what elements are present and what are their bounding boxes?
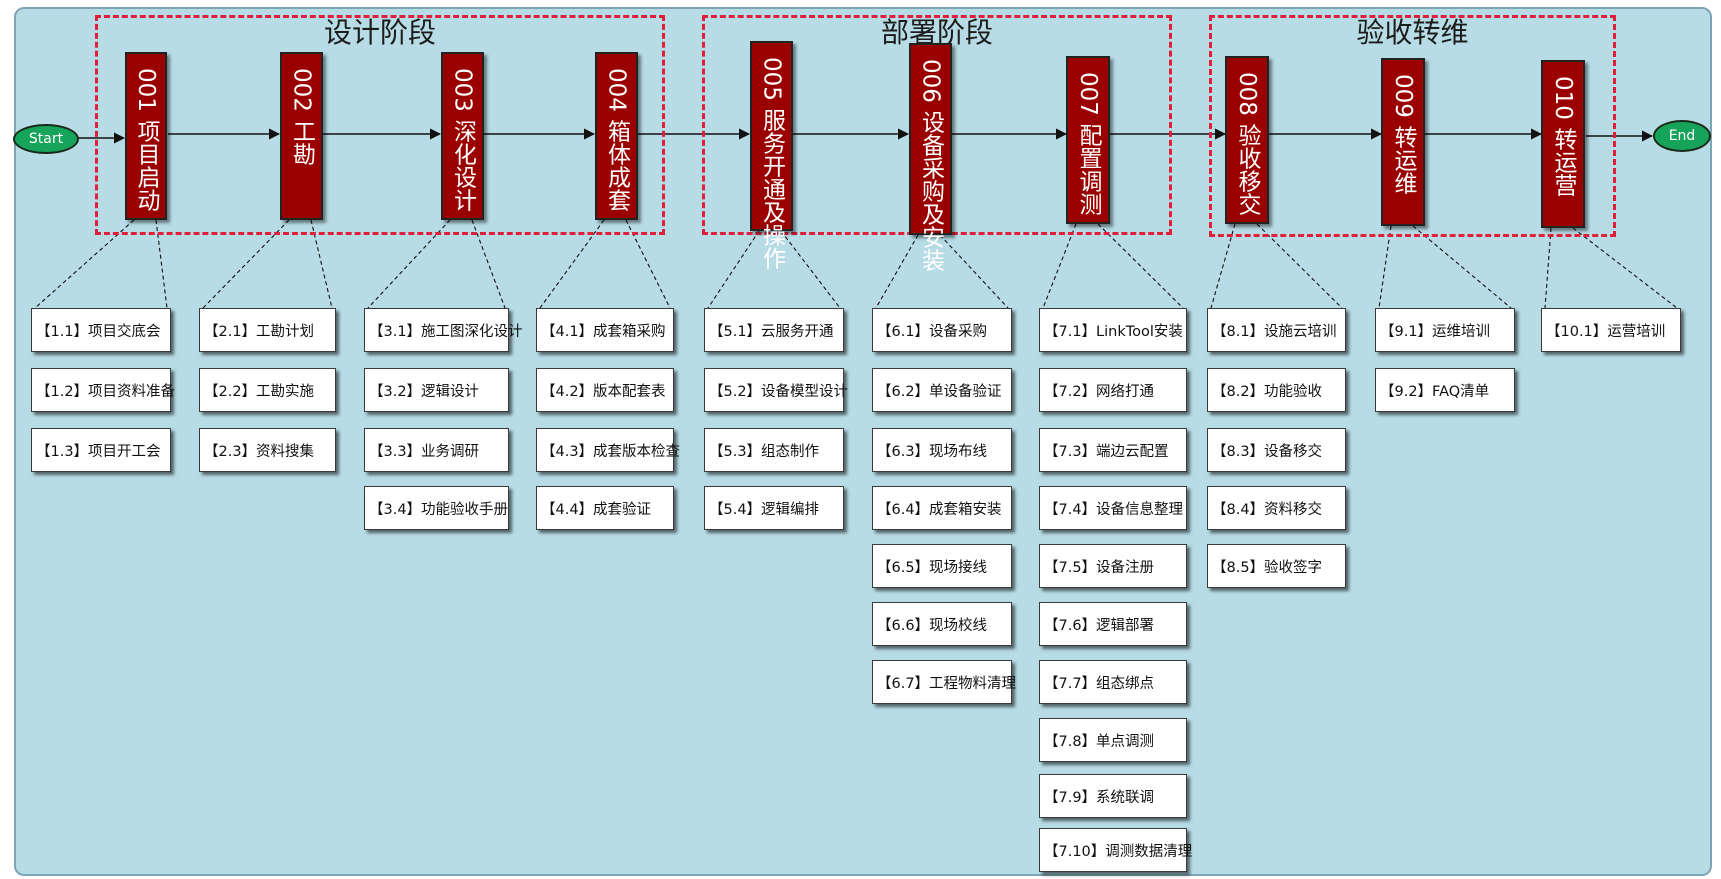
task-item: 【4.2】版本配套表	[536, 368, 674, 412]
task-item: 【9.2】FAQ清单	[1375, 368, 1515, 412]
step-label: 001 项目启动	[133, 68, 159, 212]
task-item: 【6.2】单设备验证	[872, 368, 1012, 412]
task-item: 【3.3】业务调研	[364, 428, 509, 472]
phase-title: 验收转维	[1356, 16, 1469, 49]
task-item: 【7.9】系统联调	[1039, 774, 1187, 818]
task-item: 【2.3】资料搜集	[199, 428, 336, 472]
task-item: 【9.1】运维培训	[1375, 308, 1515, 352]
step-label: 008 验收移交	[1234, 72, 1260, 216]
phase-design: 设计阶段	[95, 15, 665, 235]
task-item: 【2.2】工勘实施	[199, 368, 336, 412]
phase-title: 部署阶段	[880, 16, 993, 49]
step-003: 003 深化设计	[441, 52, 484, 220]
step-label: 003 深化设计	[449, 68, 476, 212]
task-item: 【8.1】设施云培训	[1207, 308, 1346, 352]
task-item: 【7.6】逻辑部署	[1039, 602, 1187, 646]
task-item: 【1.2】项目资料准备	[31, 368, 175, 412]
step-009: 009 转运维	[1381, 58, 1425, 226]
task-item: 【6.5】现场接线	[872, 544, 1012, 588]
step-label: 007 配置调测	[1075, 72, 1101, 216]
step-005: 005 服务开通及操作	[750, 41, 793, 269]
task-item: 【6.6】现场校线	[872, 602, 1012, 646]
task-item: 【3.4】功能验收手册	[364, 486, 509, 530]
phase-acceptance: 验收转维	[1209, 15, 1616, 237]
task-item: 【7.10】调测数据清理	[1039, 828, 1192, 872]
task-item: 【7.8】单点调测	[1039, 718, 1187, 762]
task-item: 【5.2】设备模型设计	[704, 368, 848, 412]
task-item: 【4.3】成套版本检查	[536, 428, 680, 472]
step-010: 010 转运营	[1541, 60, 1585, 228]
task-item: 【7.7】组态绑点	[1039, 660, 1187, 704]
step-006: 006 设备采购及安装	[909, 43, 952, 271]
step-label: 010 转运营	[1550, 76, 1576, 197]
task-item: 【1.3】项目开工会	[31, 428, 171, 472]
task-item: 【8.2】功能验收	[1207, 368, 1346, 412]
task-item: 【5.1】云服务开通	[704, 308, 844, 352]
step-label: 004 箱体成套	[603, 68, 630, 212]
task-item: 【5.4】逻辑编排	[704, 486, 844, 530]
task-item: 【7.3】端边云配置	[1039, 428, 1187, 472]
task-item: 【6.3】现场布线	[872, 428, 1012, 472]
start-node: Start	[13, 124, 79, 154]
task-item: 【2.1】工勘计划	[199, 308, 336, 352]
step-008: 008 验收移交	[1225, 56, 1269, 224]
task-item: 【3.2】逻辑设计	[364, 368, 509, 412]
end-node: End	[1653, 120, 1711, 152]
task-item: 【8.4】资料移交	[1207, 486, 1346, 530]
phase-title: 设计阶段	[323, 16, 436, 49]
step-004: 004 箱体成套	[595, 52, 638, 220]
step-007: 007 配置调测	[1066, 56, 1110, 224]
task-item: 【5.3】组态制作	[704, 428, 844, 472]
step-label: 009 转运维	[1390, 74, 1416, 195]
step-001: 001 项目启动	[125, 52, 167, 220]
step-label: 005 服务开通及操作	[758, 57, 785, 270]
task-item: 【10.1】运营培训	[1541, 308, 1681, 352]
task-item: 【4.4】成套验证	[536, 486, 674, 530]
task-item: 【7.1】LinkTool安装	[1039, 308, 1187, 352]
task-item: 【4.1】成套箱采购	[536, 308, 674, 352]
task-item: 【6.1】设备采购	[872, 308, 1012, 352]
task-item: 【8.3】设备移交	[1207, 428, 1346, 472]
task-item: 【7.5】设备注册	[1039, 544, 1187, 588]
task-item: 【1.1】项目交底会	[31, 308, 171, 352]
task-item: 【7.2】网络打通	[1039, 368, 1187, 412]
step-label: 002 工勘	[288, 68, 315, 166]
task-item: 【6.4】成套箱安装	[872, 486, 1012, 530]
task-item: 【6.7】工程物料清理	[872, 660, 1016, 704]
task-item: 【7.4】设备信息整理	[1039, 486, 1187, 530]
step-label: 006 设备采购及安装	[917, 59, 944, 272]
task-item: 【8.5】验收签字	[1207, 544, 1346, 588]
step-002: 002 工勘	[280, 52, 323, 220]
task-item: 【3.1】施工图深化设计	[364, 308, 523, 352]
